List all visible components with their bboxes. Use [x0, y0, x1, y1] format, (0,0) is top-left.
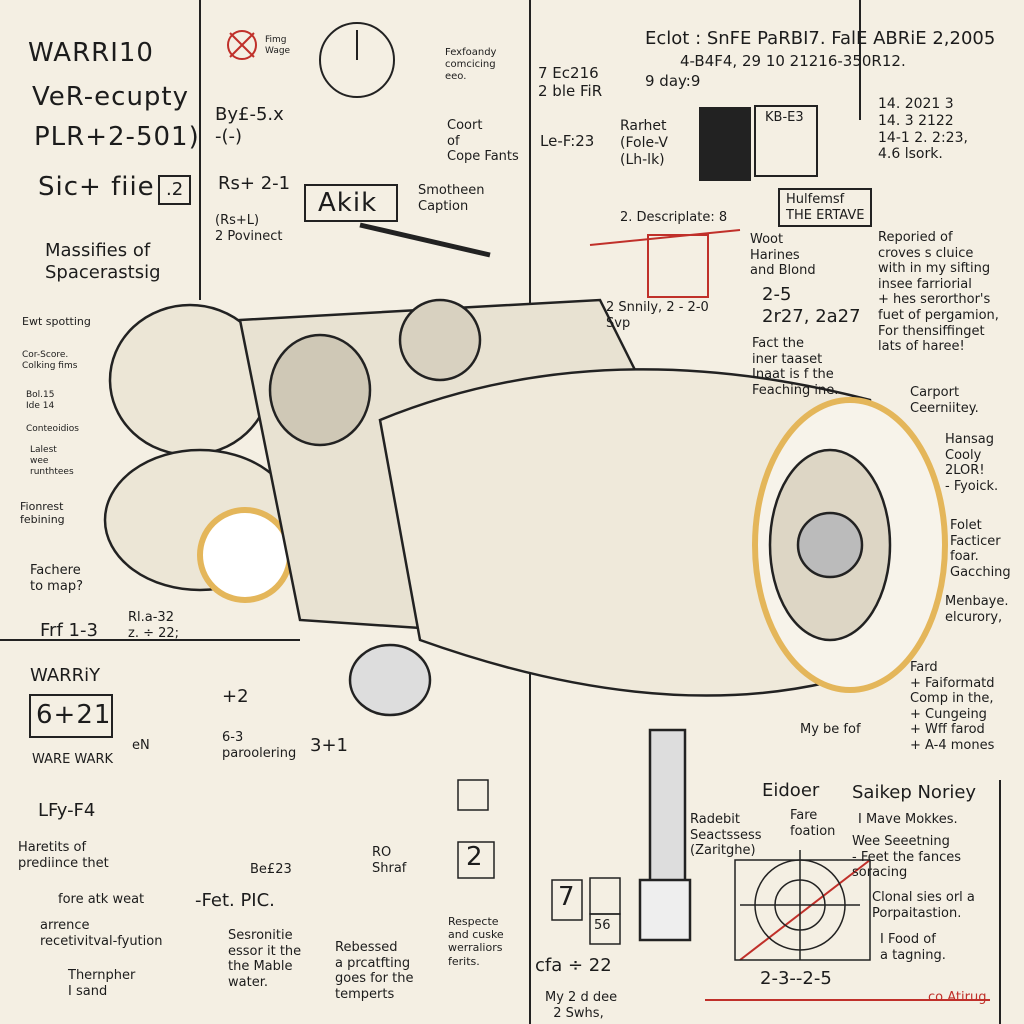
file-box: .2 [158, 175, 192, 205]
right-note-4: Menbaye. elcurory, [945, 594, 1009, 625]
left-note-7: Fachere to map? [30, 563, 83, 594]
mybe-note: My be fof [800, 722, 861, 737]
fetpic-label: -Fet. PIC. [195, 890, 275, 911]
header-line1: Eclot : SnFE PaRBI7. FalE ABRiE 2,2005 [645, 28, 996, 49]
summy-note: 2 Snnily, 2 - 2-0 Svp [606, 300, 709, 331]
scale-label: 2-3--2-5 [760, 968, 832, 989]
right-note-3: Folet Facticer foar. Gacching [950, 518, 1011, 580]
ro-note: RO Shraf [372, 845, 407, 876]
left-note-3: Bol.15 Ide 14 [26, 390, 55, 411]
arrence-note: arrence recetivitval-fyution [40, 918, 163, 949]
fore-note: fore atk weat [58, 892, 145, 907]
formula: cfa ÷ 22 [535, 955, 612, 976]
file-label: Sic+ fiie [38, 172, 155, 202]
warriy-label: WARRiY [30, 665, 101, 686]
fact-note: Fact the iner taaset Inaat is f the Feac… [752, 336, 839, 398]
fare-note: Fare foation [790, 808, 836, 839]
note-by: By£-5.x -(-) [215, 104, 284, 147]
woot-note: Woot Harines and Blond [750, 232, 816, 279]
en-label: eN [132, 738, 150, 753]
massifies-note: Massifies of Spacerastsig [45, 240, 161, 283]
left-note-6: Fionrest febining [20, 500, 65, 527]
kb-label: KB-E3 [765, 110, 804, 125]
sesronitie-note: Sesronitie essor it the the Mable water. [228, 928, 302, 990]
title: WARRI10 [28, 38, 154, 68]
left-note2: 9 day:9 [645, 72, 701, 90]
lfy-label: LFy-F4 [38, 800, 96, 821]
header-line2: 4-B4F4, 29 10 21216-350R12. [680, 52, 906, 70]
respecte-note: Respecte and cuske werraliors ferits. [448, 915, 504, 968]
subtitle: VeR-ecupty [32, 82, 190, 112]
saikep-label: Saikep Noriey [852, 782, 977, 803]
rla-label: Rl.a-32 z. ÷ 22; [128, 610, 180, 641]
ship-body [103, 298, 948, 942]
make-note: I Mave Mokkes. [858, 812, 958, 827]
bes-label: Be£23 [250, 862, 292, 877]
value-box: 6+21 [36, 700, 112, 730]
box-2: 2 [466, 842, 484, 872]
food-note: I Food of a tagning. [880, 932, 946, 963]
radebit-note: Radebit Seactssess (Zaritghe) [690, 812, 762, 859]
num-note: 2-5 2r27, 2a27 [762, 284, 861, 327]
warewark-label: WARE WARK [32, 752, 114, 767]
descriplate-note: 2. Descriplate: 8 [620, 210, 728, 225]
note-rst2: (Rs+L) 2 Povinect [215, 213, 283, 244]
rarhet-note: Rarhet (Fole-V (Lh-lk) [620, 118, 668, 168]
left-note-2: Cor-Score. Colking fims [22, 350, 78, 371]
clonal-note: Clonal sies orl a Porpaitastion. [872, 890, 975, 921]
left-note1: 7 Ec216 2 ble FiR [538, 64, 603, 100]
lef-note: Le-F:23 [540, 132, 595, 150]
rebessed-note: Rebessed a prcatfting goes for the tempe… [335, 940, 414, 1002]
left-note-1: Ewt spotting [22, 315, 91, 328]
hulfemsf-box: Hulfemsf THE ERTAVE [778, 188, 873, 228]
akik-label: Akik [318, 188, 378, 218]
left-note-5: Lalest wee runthtees [30, 445, 74, 477]
smotheen-note: Smotheen Caption [418, 183, 485, 214]
box-7: 7 [558, 882, 576, 912]
thernpher-note: Thernpher I sand [68, 968, 136, 999]
dates-list: 14. 2021 3 14. 3 2122 14-1 2. 2:23, 4.6 … [878, 96, 968, 163]
haretits-note: Haretits of prediince thet [18, 840, 109, 871]
my-note: My 2 d dee 2 Swhs, [545, 990, 618, 1021]
reported-note: Reporied of croves s cluice with in my s… [878, 230, 999, 355]
note-rst: Rs+ 2-1 [218, 173, 291, 194]
frf-label: Frf 1-3 [40, 620, 98, 641]
right-note-2: Hansag Cooly 2LOR! - Fyoick. [945, 432, 999, 494]
p3-label: 3+1 [310, 735, 348, 756]
wee-note: Wee Seeetning - Feet the fances soracing [852, 834, 961, 881]
legend-text: Fexfoandy comcicing eeo. [445, 47, 497, 82]
left-note-4: Conteoidios [26, 424, 79, 434]
parolering-label: 6-3 paroolering [222, 730, 297, 761]
coort-note: Coort of Cope Fants [447, 118, 519, 165]
clock-label: Fimg Wage [265, 35, 291, 56]
right-note-5: Fard + Faiformatd Comp in the, + Cungein… [910, 660, 995, 753]
eidoer-label: Eidoer [762, 780, 820, 801]
signature: co Atirug [928, 990, 987, 1005]
right-note-1: Carport Ceerniitey. [910, 385, 979, 416]
box-56: 56 [594, 918, 611, 933]
plus2-label: +2 [222, 686, 249, 707]
code-line: PLR+2-501) [34, 122, 200, 152]
